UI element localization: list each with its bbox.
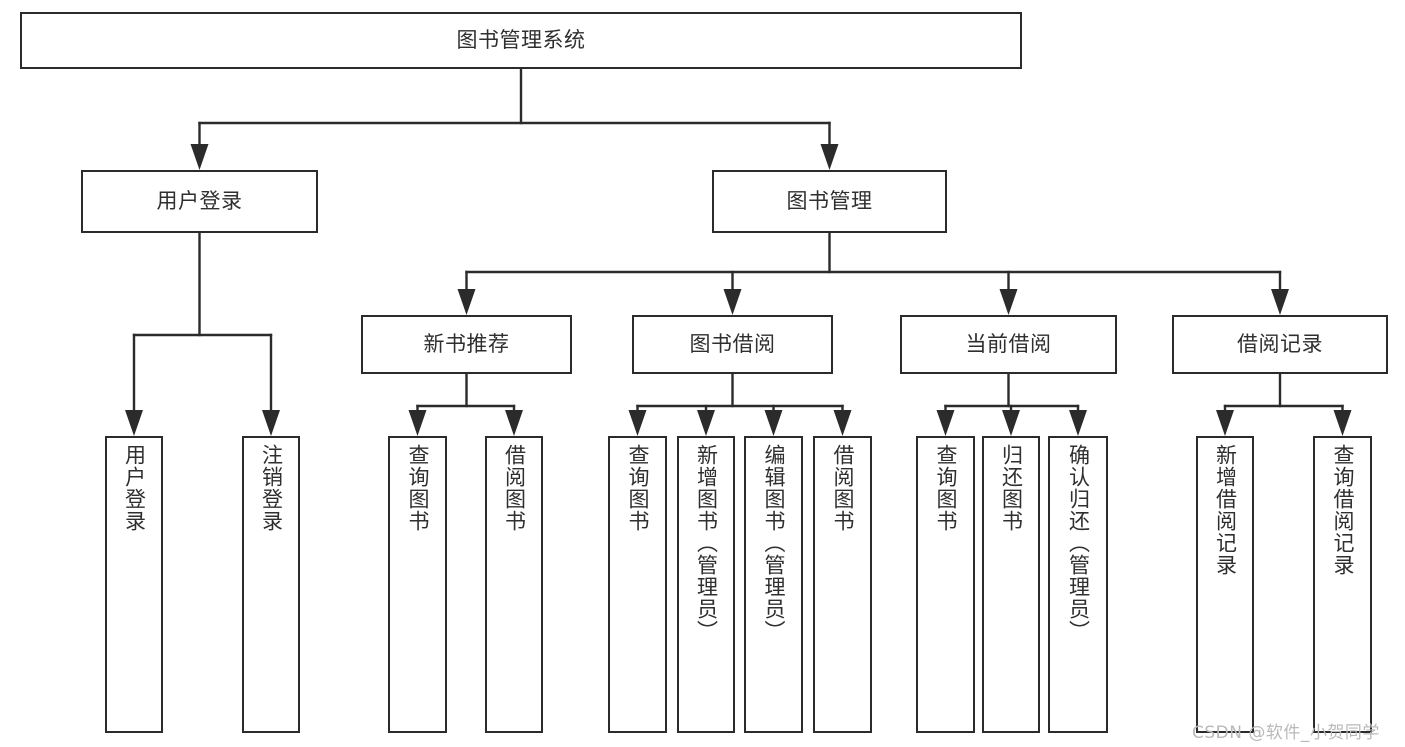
arrowhead-icon xyxy=(1333,410,1352,436)
node-user-login: 用户登录 xyxy=(81,170,318,233)
node-book-borrow: 图书借阅 xyxy=(632,315,833,374)
node-label: 注销登录 xyxy=(259,444,284,532)
node-new-book-rec: 新书推荐 xyxy=(361,315,572,374)
node-label: 当前借阅 xyxy=(965,331,1052,356)
arrowhead-icon xyxy=(697,410,715,436)
node-label: 确认归还（管理员） xyxy=(1066,444,1091,642)
node-label: 查询图书 xyxy=(625,444,650,532)
arrowhead-icon xyxy=(1271,289,1289,315)
node-root: 图书管理系统 xyxy=(20,12,1022,69)
node-leaf-query-book-3: 查询图书 xyxy=(916,436,975,733)
node-leaf-user-login: 用户登录 xyxy=(105,436,163,733)
node-label: 新增图书（管理员） xyxy=(694,444,719,642)
node-leaf-borrow-book-2: 借阅图书 xyxy=(813,436,872,733)
node-label: 查询图书 xyxy=(933,444,958,532)
node-leaf-add-record: 新增借阅记录 xyxy=(1196,436,1254,733)
arrowhead-icon xyxy=(125,410,143,436)
node-leaf-borrow-book-1: 借阅图书 xyxy=(485,436,543,733)
arrowhead-icon xyxy=(1216,410,1234,436)
arrowhead-icon xyxy=(1069,410,1087,436)
node-leaf-confirm-return: 确认归还（管理员） xyxy=(1048,436,1108,733)
node-leaf-edit-book: 编辑图书（管理员） xyxy=(744,436,803,733)
node-label: 图书借阅 xyxy=(689,331,776,356)
node-borrow-record: 借阅记录 xyxy=(1172,315,1388,374)
arrowhead-icon xyxy=(262,410,280,436)
node-label: 图书管理系统 xyxy=(456,27,586,52)
arrowhead-icon xyxy=(1002,410,1020,436)
arrowhead-icon xyxy=(190,144,209,170)
node-label: 用户登录 xyxy=(122,444,147,532)
node-label: 查询图书 xyxy=(405,444,430,532)
node-book-manage: 图书管理 xyxy=(712,170,947,233)
node-label: 查询借阅记录 xyxy=(1330,444,1355,576)
arrowhead-icon xyxy=(999,289,1018,315)
node-current-borrow: 当前借阅 xyxy=(900,315,1117,374)
node-leaf-query-book-2: 查询图书 xyxy=(608,436,667,733)
arrowhead-icon xyxy=(628,410,647,436)
node-leaf-logout: 注销登录 xyxy=(242,436,300,733)
node-label: 编辑图书（管理员） xyxy=(761,444,786,642)
arrowhead-icon xyxy=(764,410,783,436)
arrowhead-icon xyxy=(723,289,742,315)
arrowhead-icon xyxy=(936,410,955,436)
node-label: 借阅图书 xyxy=(830,444,855,532)
node-leaf-add-book: 新增图书（管理员） xyxy=(677,436,735,733)
node-label: 新增借阅记录 xyxy=(1213,444,1238,576)
arrowhead-icon xyxy=(505,410,523,436)
node-leaf-return-book: 归还图书 xyxy=(982,436,1040,733)
node-leaf-query-book-1: 查询图书 xyxy=(388,436,447,733)
node-label: 借阅图书 xyxy=(502,444,527,532)
arrowhead-icon xyxy=(408,410,427,436)
arrowhead-icon xyxy=(457,289,476,315)
arrowhead-icon xyxy=(833,410,852,436)
node-label: 新书推荐 xyxy=(423,331,510,356)
arrowhead-icon xyxy=(820,144,839,170)
node-leaf-query-record: 查询借阅记录 xyxy=(1313,436,1372,733)
node-label: 借阅记录 xyxy=(1237,331,1323,356)
node-label: 用户登录 xyxy=(156,188,243,213)
node-label: 归还图书 xyxy=(999,444,1024,532)
node-label: 图书管理 xyxy=(786,188,873,213)
